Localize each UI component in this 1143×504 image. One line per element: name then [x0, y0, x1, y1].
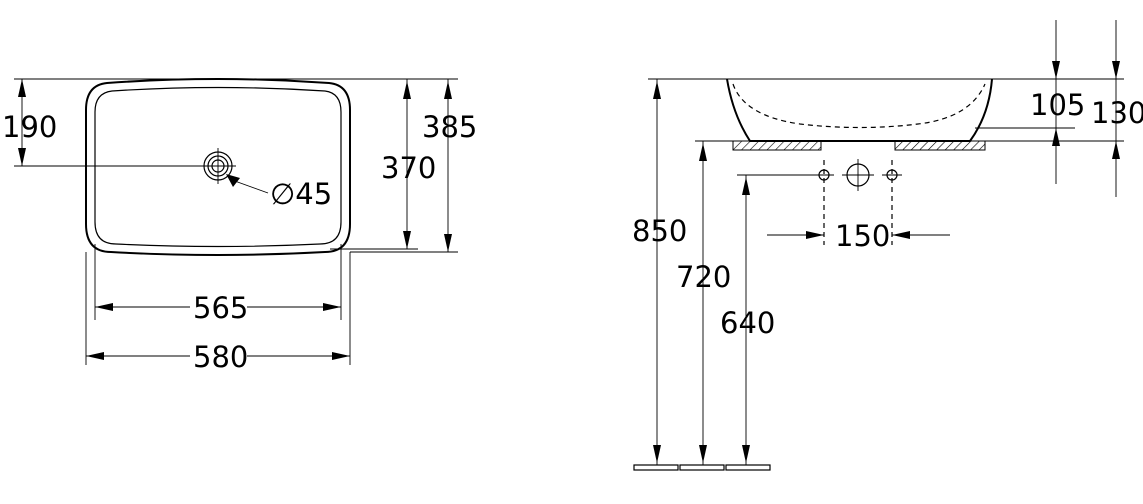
dim-inner-depth: 370: [381, 151, 436, 185]
dim-fixing-spacing: 150: [835, 219, 890, 253]
basin-side-profile: [726, 78, 993, 142]
dim-total-height: 850: [632, 214, 687, 248]
floor-block-2: [679, 464, 725, 471]
dim-outer-width: 580: [193, 340, 248, 374]
basin-inner-profile: [732, 83, 986, 129]
side-view: 850 720 640 150 105 130: [632, 20, 1143, 471]
dim-waste-height: 640: [720, 306, 775, 340]
dim-tap-offset: 190: [2, 110, 57, 144]
tap-hole-icon: [200, 148, 236, 184]
dim-counter-height: 720: [676, 260, 731, 294]
basin-outer-outline: [85, 78, 351, 256]
dim-outer-depth: 385: [422, 110, 477, 144]
basin-inner-outline: [94, 86, 342, 248]
floor-block-3: [725, 464, 771, 471]
waste-outlet-icon: [842, 159, 874, 191]
dim-inner-width: 565: [193, 291, 248, 325]
dim-bowl-depth: 105: [1030, 88, 1085, 122]
floor-block-1: [633, 464, 679, 471]
dim-basin-height: 130: [1091, 96, 1143, 130]
countertop-section-left: [732, 140, 822, 151]
top-view: 190 370 385 ∅45 565 580: [2, 78, 477, 374]
dim-hole-diameter: ∅45: [270, 177, 332, 211]
countertop-section-right: [894, 140, 986, 151]
